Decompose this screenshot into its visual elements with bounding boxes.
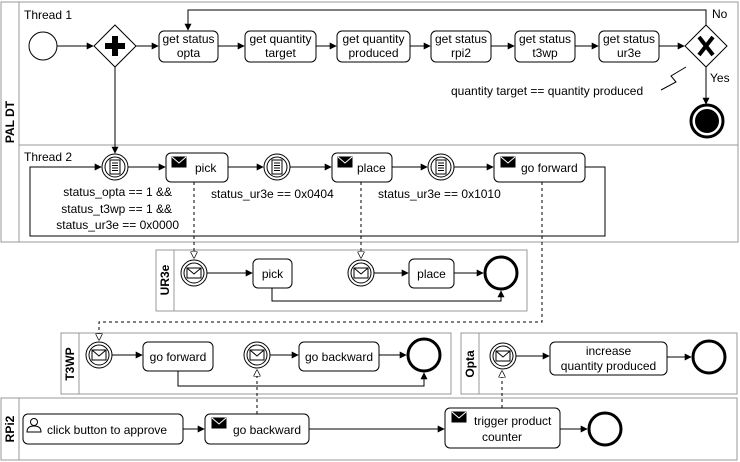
svg-text:place: place <box>417 267 446 281</box>
pool-label-opta: Opta <box>463 350 477 378</box>
pool-label-rpi2: RPi2 <box>3 415 17 442</box>
ur3e-message-catch-2 <box>347 259 375 287</box>
pool-label-ur3e: UR3e <box>158 264 172 295</box>
condition-label-1b: status_t3wp == 1 && <box>61 202 172 216</box>
rpi2-send-task-go-backward: go backward <box>204 413 310 445</box>
task-get-status-ur3e: get status ur3e <box>598 30 660 63</box>
end-event-thread1 <box>689 103 725 139</box>
condition-label-1a: status_opta == 1 && <box>63 185 172 199</box>
task-get-quantity-produced: get quantity produced <box>336 30 411 63</box>
task-get-status-opta: get status opta <box>158 30 219 63</box>
svg-text:get status: get status <box>603 32 655 46</box>
task-get-status-t3wp: get status t3wp <box>514 30 576 63</box>
thread1-sequence-flows <box>57 9 710 154</box>
svg-text:get quantity: get quantity <box>249 32 311 46</box>
message-flows <box>99 182 543 414</box>
ur3e-message-start-1 <box>180 259 208 287</box>
svg-text:go backward: go backward <box>233 423 301 437</box>
thread2-sequence-flows <box>29 163 606 237</box>
opta-sequence-flows <box>516 352 692 361</box>
condition-label-3: status_ur3e == 0x1010 <box>378 187 501 201</box>
svg-text:produced: produced <box>348 46 398 60</box>
svg-text:go forward: go forward <box>521 161 578 175</box>
svg-text:target: target <box>265 46 296 60</box>
annotation-connector <box>660 66 687 91</box>
conditional-event-1 <box>101 153 129 181</box>
svg-text:t3wp: t3wp <box>532 46 558 60</box>
rpi2-user-task-approve: click button to approve <box>22 413 184 445</box>
svg-text:get status: get status <box>162 32 214 46</box>
ur3e-task-pick: pick <box>252 258 293 289</box>
lane-label-thread1: Thread 1 <box>24 8 72 22</box>
svg-text:quantity produced: quantity produced <box>561 359 656 373</box>
svg-text:get quantity: get quantity <box>342 32 404 46</box>
user-icon <box>26 418 42 433</box>
svg-text:counter: counter <box>482 430 522 444</box>
t3wp-message-start-1 <box>85 341 113 369</box>
conditional-event-3 <box>427 153 455 181</box>
send-task-go-forward: go forward <box>493 152 586 183</box>
svg-text:place: place <box>357 161 386 175</box>
svg-text:go backward: go backward <box>305 350 373 364</box>
ur3e-end-event <box>483 255 519 291</box>
svg-text:get status: get status <box>435 32 487 46</box>
svg-text:get status: get status <box>519 32 571 46</box>
t3wp-end-event <box>406 337 442 373</box>
lane-label-thread2: Thread 2 <box>24 150 72 164</box>
svg-text:click button to approve: click button to approve <box>47 423 167 437</box>
svg-text:go forward: go forward <box>150 350 207 364</box>
svg-text:pick: pick <box>195 161 217 175</box>
send-task-pick: pick <box>165 152 229 183</box>
start-event-thread1 <box>28 31 58 61</box>
t3wp-task-go-backward: go backward <box>298 341 380 372</box>
t3wp-sequence-flows <box>112 351 428 387</box>
send-task-place: place <box>331 152 393 183</box>
pool-label-pal-dt: PAL DT <box>3 100 17 143</box>
ur3e-task-place: place <box>408 258 455 289</box>
t3wp-message-catch-2 <box>243 341 271 369</box>
opta-task-increase-quantity: increase quantity produced <box>549 341 668 376</box>
svg-text:rpi2: rpi2 <box>451 46 471 60</box>
opta-end-event <box>691 339 727 375</box>
task-get-status-rpi2: get status rpi2 <box>430 30 492 63</box>
ur3e-sequence-flows <box>207 269 505 302</box>
condition-label-2: status_ur3e == 0x0404 <box>211 187 334 201</box>
svg-text:pick: pick <box>262 267 284 281</box>
rpi2-send-task-trigger-counter: trigger product counter <box>444 407 561 449</box>
gateway-label-no: No <box>712 7 728 21</box>
condition-label-1c: status_ur3e == 0x0000 <box>56 218 179 232</box>
conditional-event-2 <box>263 153 291 181</box>
opta-message-start <box>489 342 517 370</box>
condition-annotation: quantity target == quantity produced <box>451 84 643 98</box>
svg-text:trigger product: trigger product <box>474 414 552 428</box>
svg-text:opta: opta <box>177 46 201 60</box>
rpi2-end-event <box>587 411 623 447</box>
svg-text:increase: increase <box>586 344 632 358</box>
task-get-quantity-target: get quantity target <box>244 30 317 63</box>
svg-text:ur3e: ur3e <box>617 46 641 60</box>
pool-label-t3wp: T3WP <box>63 347 77 380</box>
pool-ur3e: UR3e <box>155 249 528 312</box>
t3wp-task-go-forward: go forward <box>142 341 214 372</box>
gateway-label-yes: Yes <box>710 71 730 85</box>
